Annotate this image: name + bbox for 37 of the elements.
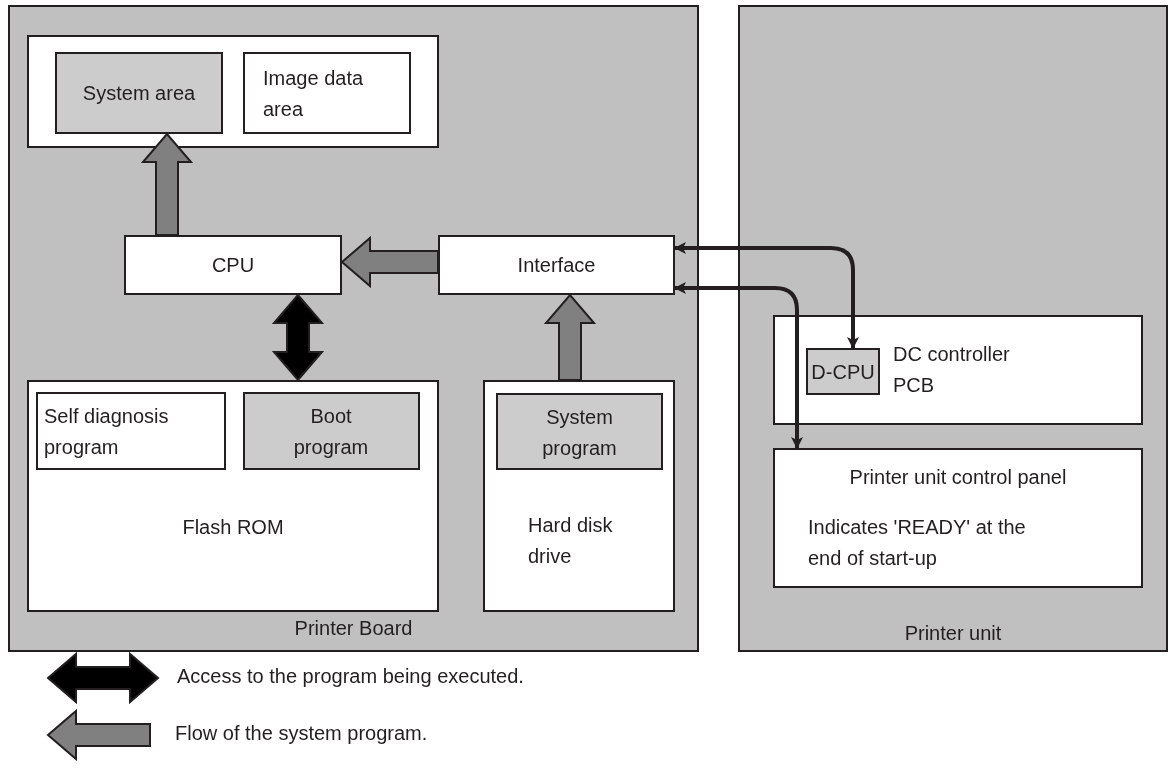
box-label: Self diagnosis program xyxy=(44,404,170,460)
block-arrow xyxy=(340,235,439,289)
box-label: D-CPU xyxy=(810,360,876,385)
memory-box xyxy=(27,380,439,612)
box-title: Printer unit control panel xyxy=(848,465,1068,490)
box-title: Flash ROM xyxy=(181,515,285,540)
box-label: Interface xyxy=(516,253,597,278)
cpu-box xyxy=(124,235,342,295)
legend-text: Access to the program being executed. xyxy=(177,665,524,688)
program-box xyxy=(496,393,663,470)
box-title: Printer Board xyxy=(293,616,414,641)
memory-box xyxy=(27,35,439,148)
program-box xyxy=(243,392,420,470)
controller-board-box xyxy=(773,315,1143,425)
memory-area-box xyxy=(55,52,223,134)
box-label: Boot program xyxy=(292,404,370,460)
control-panel-box xyxy=(773,448,1143,588)
status-note: Indicates 'READY' at the end of start-up xyxy=(808,515,1027,571)
block-arrow xyxy=(543,293,597,381)
block-arrow xyxy=(271,293,325,382)
arrow xyxy=(674,282,803,449)
box-title: DC controller PCB xyxy=(893,342,1011,398)
cpu-chip-box xyxy=(806,348,880,395)
box-title: Hard disk drive xyxy=(528,513,614,569)
box-label: System area xyxy=(81,81,197,106)
legend-text: Flow of the system program. xyxy=(175,722,428,745)
interface-box xyxy=(438,235,675,295)
block-arrow xyxy=(140,132,194,236)
printer-unit-panel xyxy=(738,5,1168,652)
box-title: Printer unit xyxy=(903,621,1003,646)
memory-area-box xyxy=(243,52,411,134)
board-panel xyxy=(8,5,699,652)
arrow xyxy=(674,242,859,349)
program-box xyxy=(36,392,226,470)
box-label: System program xyxy=(541,405,618,461)
box-label: Image data area xyxy=(263,66,365,122)
box-label: CPU xyxy=(210,253,256,278)
